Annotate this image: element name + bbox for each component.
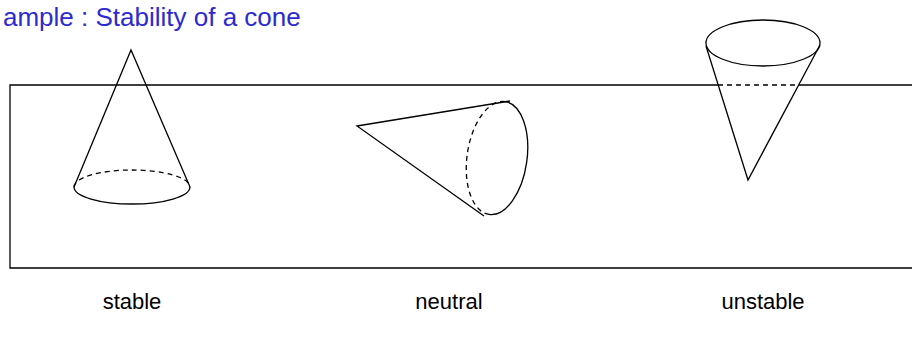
stable-cone [74,50,190,204]
table-outline [10,85,912,268]
state-label: stable [103,289,162,315]
unstable-cone [706,20,820,180]
hidden-edge [718,84,799,85]
state-label: neutral [415,289,482,315]
state-label: unstable [721,289,804,315]
neutral-cone [357,97,535,218]
slide-title: ample : Stability of a cone [3,2,301,33]
table-outline [799,84,912,85]
